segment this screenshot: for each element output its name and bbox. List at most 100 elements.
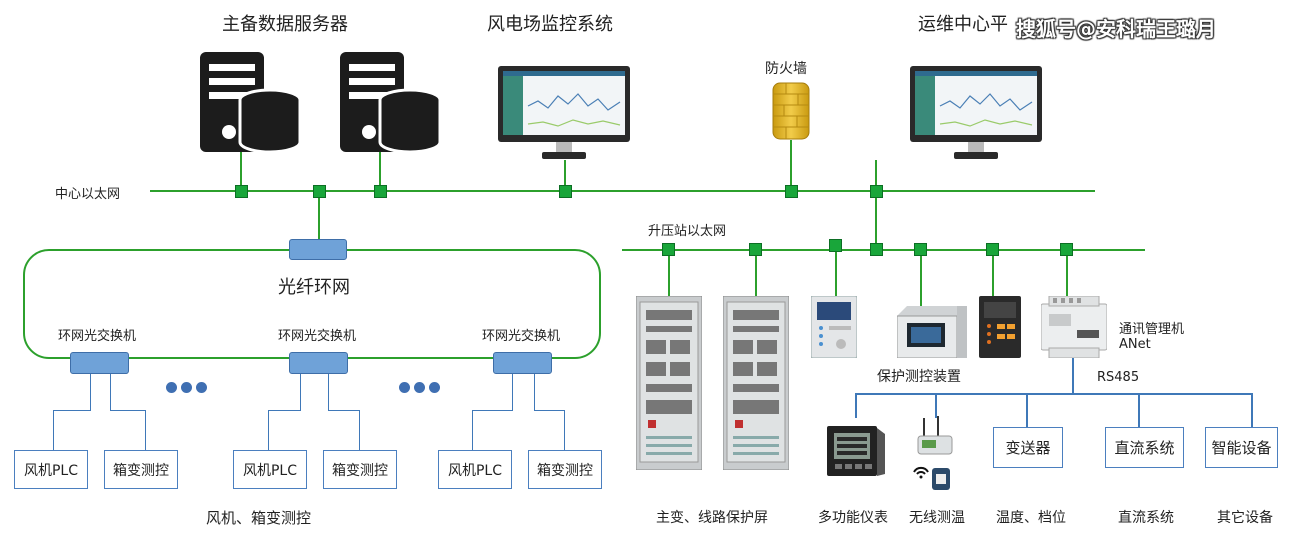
servers-title: 主备数据服务器 bbox=[222, 14, 348, 35]
ring-uplink bbox=[318, 190, 320, 240]
branch-line bbox=[90, 374, 91, 410]
network-node bbox=[870, 243, 883, 256]
branch-line bbox=[268, 410, 269, 450]
device-link bbox=[920, 256, 922, 306]
multifunction-meter-icon bbox=[827, 426, 885, 476]
server-icon bbox=[340, 52, 442, 154]
ellipsis-dot bbox=[166, 382, 177, 393]
protection-relay-icon bbox=[811, 296, 857, 358]
ellipsis-dot bbox=[399, 382, 410, 393]
scada-link bbox=[564, 160, 566, 190]
anet-label: ANet bbox=[1119, 337, 1151, 352]
ring-switch bbox=[493, 352, 552, 374]
network-node bbox=[374, 185, 387, 198]
server-link bbox=[379, 152, 381, 190]
dc-system-caption: 直流系统 bbox=[1118, 510, 1174, 526]
device-link bbox=[755, 256, 757, 296]
network-node bbox=[662, 243, 675, 256]
transmitter-box: 变送器 bbox=[993, 427, 1063, 468]
network-node bbox=[749, 243, 762, 256]
network-node bbox=[785, 185, 798, 198]
dc-system-box: 直流系统 bbox=[1105, 427, 1184, 468]
box-control-box: 箱变测控 bbox=[528, 450, 602, 489]
branch-line bbox=[145, 410, 146, 450]
comm-manager-icon bbox=[1041, 296, 1107, 358]
firewall-label: 防火墙 bbox=[765, 61, 807, 77]
rs485-branch bbox=[1251, 393, 1253, 427]
ring-switch-label: 环网光交换机 bbox=[482, 329, 561, 344]
server-link bbox=[240, 152, 242, 190]
branch-line bbox=[472, 410, 513, 411]
branch-line bbox=[268, 410, 301, 411]
rs485-branch bbox=[1138, 393, 1140, 427]
center-ethernet-label: 中心以太网 bbox=[55, 187, 121, 202]
protection-meter-icon bbox=[897, 306, 967, 358]
branch-line bbox=[110, 410, 145, 411]
rs485-branch bbox=[855, 393, 857, 418]
rs485-branch bbox=[1026, 393, 1028, 427]
other-devices-caption: 其它设备 bbox=[1217, 510, 1273, 526]
protection-cabinet-icon bbox=[636, 296, 702, 470]
network-node bbox=[986, 243, 999, 256]
device-link bbox=[668, 256, 670, 296]
meter-caption: 多功能仪表 bbox=[818, 510, 888, 526]
device-link bbox=[1066, 256, 1068, 296]
branch-line bbox=[564, 410, 565, 450]
protection-device-label: 保护测控装置 bbox=[877, 369, 961, 385]
wireless-temp-caption: 无线测温 bbox=[909, 510, 965, 526]
ellipsis-dot bbox=[196, 382, 207, 393]
cabinet-caption: 主变、线路保护屏 bbox=[656, 510, 768, 526]
branch-line bbox=[359, 410, 360, 450]
ring-switch-label: 环网光交换机 bbox=[58, 329, 137, 344]
rs485-branch bbox=[935, 393, 937, 418]
fan-plc-box: 风机PLC bbox=[233, 450, 307, 489]
branch-line bbox=[110, 374, 111, 410]
ellipsis-dot bbox=[181, 382, 192, 393]
ellipsis-dot bbox=[414, 382, 425, 393]
ops-link bbox=[875, 160, 877, 250]
substation-ethernet-line bbox=[622, 249, 1145, 251]
branch-line bbox=[512, 374, 513, 410]
fan-plc-box: 风机PLC bbox=[14, 450, 88, 489]
branch-line bbox=[300, 374, 301, 410]
firewall-icon bbox=[772, 82, 810, 140]
branch-line bbox=[328, 410, 359, 411]
branch-line bbox=[534, 374, 535, 410]
network-node bbox=[1060, 243, 1073, 256]
rs485-drop bbox=[1072, 358, 1074, 394]
ring-core-switch bbox=[289, 239, 347, 260]
watermark: 搜狐号@安科瑞王璐月 bbox=[1016, 17, 1216, 41]
smart-device-box: 智能设备 bbox=[1205, 427, 1278, 468]
device-link bbox=[992, 256, 994, 296]
device-link bbox=[835, 252, 837, 296]
branch-line bbox=[53, 410, 91, 411]
branch-line bbox=[534, 410, 564, 411]
comm-manager-label: 通讯管理机 bbox=[1119, 322, 1185, 337]
protection-cabinet-icon bbox=[723, 296, 789, 470]
ring-switch bbox=[70, 352, 129, 374]
box-control-box: 箱变测控 bbox=[104, 450, 178, 489]
fan-section-caption: 风机、箱变测控 bbox=[206, 509, 312, 527]
temp-position-caption: 温度、档位 bbox=[996, 510, 1066, 526]
ellipsis-dot bbox=[429, 382, 440, 393]
firewall-link bbox=[790, 140, 792, 190]
network-node bbox=[235, 185, 248, 198]
network-node bbox=[914, 243, 927, 256]
center-ethernet-line bbox=[150, 190, 1095, 192]
branch-line bbox=[328, 374, 329, 410]
wireless-sensor-icon bbox=[913, 416, 953, 490]
ring-switch-label: 环网光交换机 bbox=[278, 329, 357, 344]
fan-plc-box: 风机PLC bbox=[438, 450, 512, 489]
network-node bbox=[829, 239, 842, 252]
ring-switch bbox=[289, 352, 348, 374]
branch-line bbox=[472, 410, 473, 450]
branch-line bbox=[53, 410, 54, 450]
scada-title: 风电场监控系统 bbox=[487, 14, 613, 35]
box-control-box: 箱变测控 bbox=[323, 450, 397, 489]
network-node bbox=[559, 185, 572, 198]
fiber-ring-label: 光纤环网 bbox=[278, 277, 350, 298]
server-icon bbox=[200, 52, 302, 154]
substation-ethernet-label: 升压站以太网 bbox=[648, 224, 727, 239]
ops-center-title: 运维中心平 bbox=[918, 14, 1008, 35]
monitor-icon bbox=[910, 66, 1042, 159]
